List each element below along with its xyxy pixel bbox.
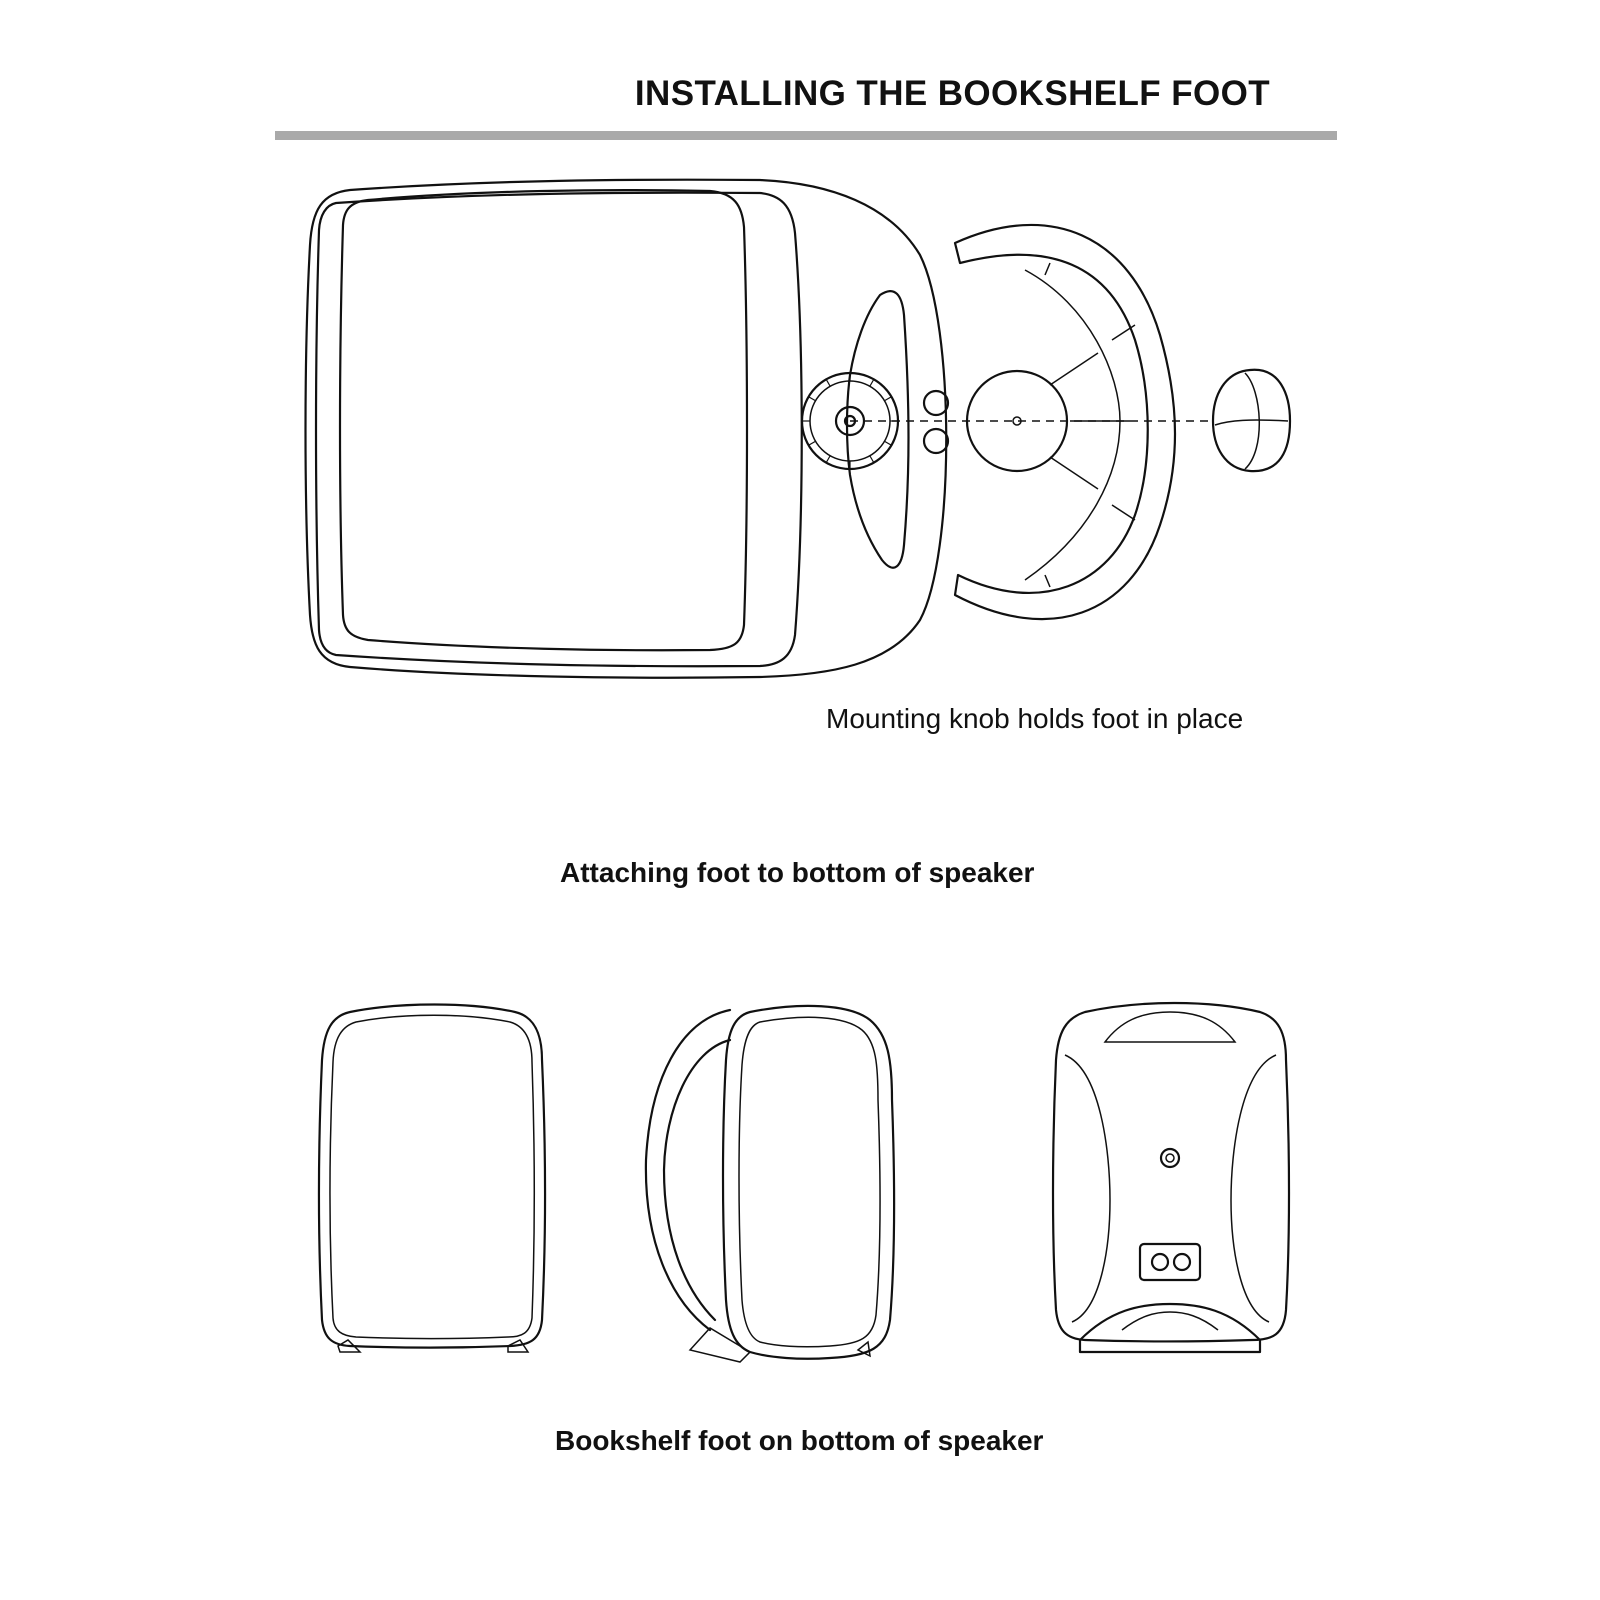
title-divider	[275, 131, 1337, 140]
exploded-view-illustration	[290, 175, 1330, 700]
assembled-views-caption: Bookshelf foot on bottom of speaker	[555, 1425, 1044, 1456]
bookshelf-foot-part	[953, 223, 1177, 621]
exploded-view-caption: Attaching foot to bottom of speaker	[560, 857, 1035, 888]
speaker-back-view	[1051, 1001, 1291, 1354]
speaker-side-view	[644, 1004, 896, 1363]
speaker-front-view	[317, 1003, 547, 1353]
mounting-knob-callout: Mounting knob holds foot in place	[826, 703, 1244, 734]
speaker-body-side-view	[304, 178, 950, 679]
mounting-knob-part	[1211, 368, 1292, 473]
assembled-views-illustration	[310, 1000, 1310, 1370]
page-title: INSTALLING THE BOOKSHELF FOOT	[634, 74, 1270, 113]
